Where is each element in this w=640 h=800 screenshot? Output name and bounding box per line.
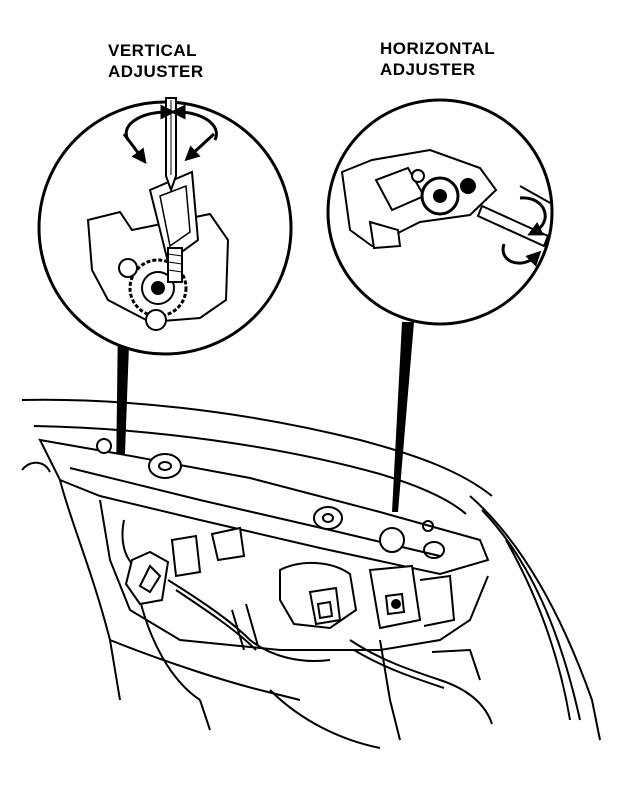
vertical-adjuster-label: VERTICAL ADJUSTER	[108, 40, 204, 82]
vertical-leader-line	[116, 318, 130, 480]
horizontal-adjuster-label-line2: ADJUSTER	[380, 60, 476, 79]
vertical-adjuster-label-line2: ADJUSTER	[108, 62, 204, 81]
car-front-assembly	[21, 398, 601, 749]
horizontal-adjuster-label-line1: HORIZONTAL	[380, 39, 496, 58]
vertical-adjuster-detail	[37, 97, 293, 356]
vertical-adjuster-label-line1: VERTICAL	[108, 41, 197, 60]
horizontal-adjuster-detail	[326, 98, 554, 326]
horizontal-leader-line	[392, 322, 414, 512]
horizontal-adjuster-label: HORIZONTAL ADJUSTER	[380, 38, 495, 80]
